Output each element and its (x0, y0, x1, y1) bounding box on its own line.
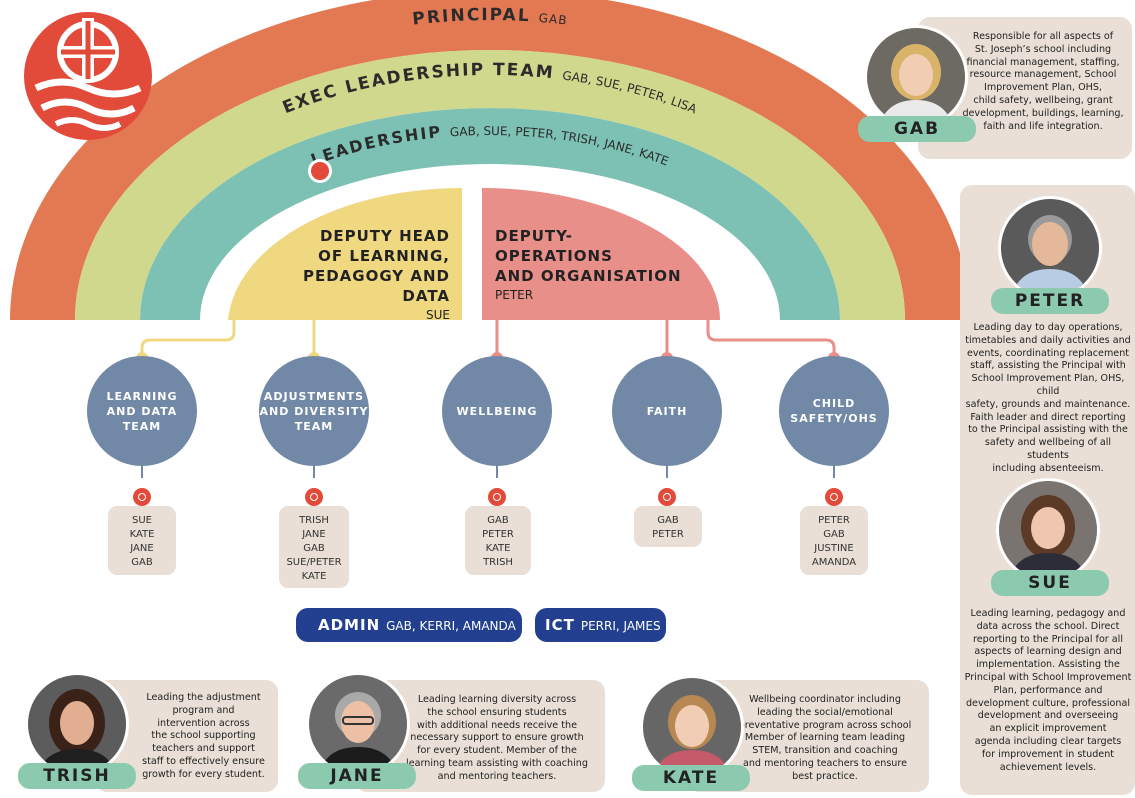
deputy-learning-title-3: PEDAGOGY AND DATA (302, 267, 450, 305)
rose-icon (133, 488, 151, 506)
rose-icon (825, 488, 843, 506)
team-faith: FAITH (612, 356, 722, 466)
deputy-learning-text: DEPUTY HEAD OF LEARNING, PEDAGOGY AND DA… (262, 226, 450, 324)
trish-name-tag: TRISH (18, 763, 136, 789)
deputy-ops-title-3: AND ORGANISATION (495, 267, 682, 285)
jane-name-tag: JANE (298, 763, 416, 789)
admin-members: GAB, KERRI, AMANDA (386, 619, 516, 633)
kate-name-tag: KATE (632, 765, 750, 791)
deputy-ops-title-2: OPERATIONS (495, 247, 613, 265)
deputy-operations-text: DEPUTY- OPERATIONS AND ORGANISATION PETE… (495, 226, 695, 304)
admin-title: ADMIN (318, 616, 381, 634)
gab-photo (864, 25, 968, 129)
ict-pill: ICT PERRI, JAMES (535, 608, 666, 642)
arc-members: GAB (538, 11, 568, 28)
deputy-ops-name: PETER (495, 288, 534, 302)
team-learning-and-data: LEARNING AND DATA TEAM (87, 356, 197, 466)
sue-description: Leading learning, pedagogy and data acro… (964, 608, 1132, 773)
team-members-list: SUE KATE JANE GAB (108, 506, 176, 575)
team-members-list: GAB PETER (634, 506, 702, 547)
rose-icon (658, 488, 676, 506)
sue-name-tag: SUE (991, 570, 1109, 596)
deputy-learning-block (228, 187, 462, 320)
team-members-list: TRISH JANE GAB SUE/PETER KATE (279, 506, 349, 588)
rose-icon (488, 488, 506, 506)
team-members-list: GAB PETER KATE TRISH (465, 506, 531, 575)
kate-photo (640, 675, 744, 779)
ict-members: PERRI, JAMES (580, 619, 661, 633)
deputy-learning-name: SUE (426, 308, 450, 322)
team-adjustments-and-diversity: ADJUSTMENTS AND DIVERSITY TEAM (259, 356, 369, 466)
admin-pill: ADMIN GAB, KERRI, AMANDA (296, 608, 522, 642)
gab-name-tag: GAB (858, 116, 976, 142)
ict-title: ICT (545, 616, 575, 634)
principal-arc (10, 0, 970, 320)
jane-photo (306, 672, 410, 776)
team-members-list: PETER GAB JUSTINE AMANDA (800, 506, 868, 575)
deputy-learning-title-2: OF LEARNING, (318, 247, 450, 265)
sue-photo (996, 478, 1100, 582)
team-wellbeing: WELLBEING (442, 356, 552, 466)
peter-description: Leading day to day operations, timetable… (965, 322, 1131, 474)
trish-photo (25, 672, 129, 776)
peter-photo (998, 196, 1102, 300)
exec-arc (75, 50, 905, 320)
team-child-safety-ohs: CHILD SAFETY/OHS (779, 356, 889, 466)
deputy-ops-title-1: DEPUTY- (495, 227, 573, 245)
peter-name-tag: PETER (991, 288, 1109, 314)
rose-icon (305, 488, 323, 506)
deputy-operations-block (482, 188, 720, 320)
deputy-learning-title-1: DEPUTY HEAD (319, 227, 450, 245)
school-logo-icon (22, 10, 154, 142)
